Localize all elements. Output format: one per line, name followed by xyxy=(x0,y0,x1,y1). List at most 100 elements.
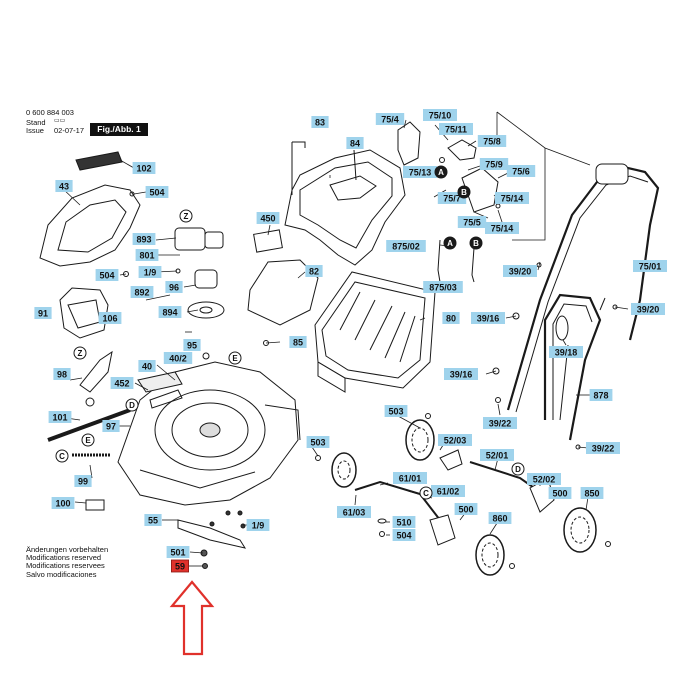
callout-label-bg xyxy=(34,307,52,319)
callout-39-16a: 39/16 xyxy=(471,312,505,324)
axle-parts-shape xyxy=(354,449,555,546)
callout-504a: 504 xyxy=(145,186,169,198)
callout-label-bg xyxy=(477,135,507,147)
figure-label: Fig./Abb. 1 xyxy=(90,123,148,136)
callout-892: 892 xyxy=(130,286,154,298)
callout-label-bg xyxy=(183,339,201,351)
modification-notes: Änderungen vorbehalten Modifications res… xyxy=(26,545,108,579)
section-marker-circle xyxy=(55,449,69,463)
callout-label-bg xyxy=(549,346,583,358)
callout-label-bg xyxy=(439,123,473,135)
callout-label-text: 1/9 xyxy=(144,268,157,278)
callout-label-bg xyxy=(306,436,330,448)
section-marker-z1: Z xyxy=(179,209,193,223)
mower-deck-shape xyxy=(117,361,301,506)
power-cable-shape xyxy=(437,239,475,283)
callout-label-text: 860 xyxy=(492,514,507,524)
callout-label-bg xyxy=(527,473,561,485)
callout-98: 98 xyxy=(53,368,71,380)
callout-label-bg xyxy=(442,312,460,324)
callout-label-bg xyxy=(138,360,156,372)
callout-97: 97 xyxy=(102,420,120,432)
section-marker-circle xyxy=(419,486,433,500)
callout-label-bg xyxy=(55,180,73,192)
callout-52-02: 52/02 xyxy=(527,473,561,485)
section-marker-circle xyxy=(179,209,193,223)
callout-label-text: 43 xyxy=(59,182,69,192)
callout-label-text: 75/8 xyxy=(483,137,501,147)
callout-label-bg xyxy=(485,222,519,234)
callout-label-bg xyxy=(138,266,162,278)
callout-label-text: 850 xyxy=(584,489,599,499)
callout-label-bg xyxy=(132,162,156,174)
grass-box-lid-shape xyxy=(284,141,406,266)
callout-75-4: 75/4 xyxy=(375,113,405,125)
callout-91: 91 xyxy=(34,307,52,319)
callout-label-bg xyxy=(503,265,537,277)
section-marker-circle xyxy=(457,185,471,199)
callout-875-03: 875/03 xyxy=(423,281,463,293)
callout-61-02: 61/02 xyxy=(431,485,465,497)
callout-80: 80 xyxy=(442,312,460,324)
section-marker-circle xyxy=(443,236,457,250)
section-marker-circle xyxy=(73,346,87,360)
callout-1-9a: 1/9 xyxy=(138,266,162,278)
callout-label-bg xyxy=(483,417,517,429)
callout-82: 82 xyxy=(305,265,323,277)
callout-label-bg xyxy=(423,109,457,121)
callout-label-bg xyxy=(479,158,509,170)
callout-75-9: 75/9 xyxy=(479,158,509,170)
callout-40: 40 xyxy=(138,360,156,372)
callout-label-bg xyxy=(51,497,75,509)
callout-label-bg xyxy=(144,514,162,526)
callout-504b: 504 xyxy=(95,269,119,281)
callout-label-text: 39/16 xyxy=(477,314,500,324)
callout-label-bg xyxy=(454,503,478,515)
callout-1-9b: 1/9 xyxy=(246,519,270,531)
callout-label-text: 450 xyxy=(260,214,275,224)
callout-39-20b: 39/20 xyxy=(631,303,665,315)
section-marker-circle xyxy=(228,351,242,365)
callout-52-01: 52/01 xyxy=(480,449,514,461)
callout-label-text: 75/13 xyxy=(409,168,432,178)
callout-label-bg xyxy=(48,411,72,423)
callout-500a: 500 xyxy=(548,487,572,499)
document-number: 0 600 884 003 xyxy=(26,108,74,117)
section-marker-text: Z xyxy=(184,212,189,221)
callout-95: 95 xyxy=(183,339,201,351)
callout-label-text: 91 xyxy=(38,309,48,319)
callout-label-bg xyxy=(633,260,667,272)
callout-label-bg xyxy=(438,434,472,446)
callout-label-text: 83 xyxy=(315,118,325,128)
callout-label-bg xyxy=(158,306,182,318)
section-marker-circle xyxy=(511,462,525,476)
callout-label-bg xyxy=(580,487,604,499)
callout-label-bg xyxy=(102,420,120,432)
motor-cover-shape xyxy=(39,151,141,267)
callout-label-text: 39/20 xyxy=(509,267,532,277)
section-marker-text: A xyxy=(438,168,444,177)
callout-label-bg xyxy=(95,269,119,281)
section-marker-a2: A xyxy=(443,236,457,250)
callout-75-14: 75/14 xyxy=(495,192,529,204)
callout-label-bg xyxy=(305,265,323,277)
callout-label-text: 75/14 xyxy=(501,194,524,204)
section-marker-text: C xyxy=(59,452,65,461)
callout-label-bg xyxy=(98,312,122,324)
section-marker-z2: Z xyxy=(73,346,87,360)
section-marker-text: D xyxy=(129,401,135,410)
callout-label-text: 75/5 xyxy=(463,218,481,228)
callout-102: 102 xyxy=(132,162,156,174)
callout-label-text: 84 xyxy=(350,139,360,149)
callout-label-text: 878 xyxy=(593,391,608,401)
callout-label-text: 52/03 xyxy=(444,436,467,446)
callout-label-text: 75/14 xyxy=(491,224,514,234)
callout-label-bg xyxy=(289,336,307,348)
section-marker-text: D xyxy=(515,465,521,474)
callout-label-text: 55 xyxy=(148,516,158,526)
callout-label-bg xyxy=(392,529,416,541)
callout-label-text: 61/01 xyxy=(399,474,422,484)
highlight-label-bg xyxy=(170,559,189,573)
callout-label-text: 52/02 xyxy=(533,475,556,485)
